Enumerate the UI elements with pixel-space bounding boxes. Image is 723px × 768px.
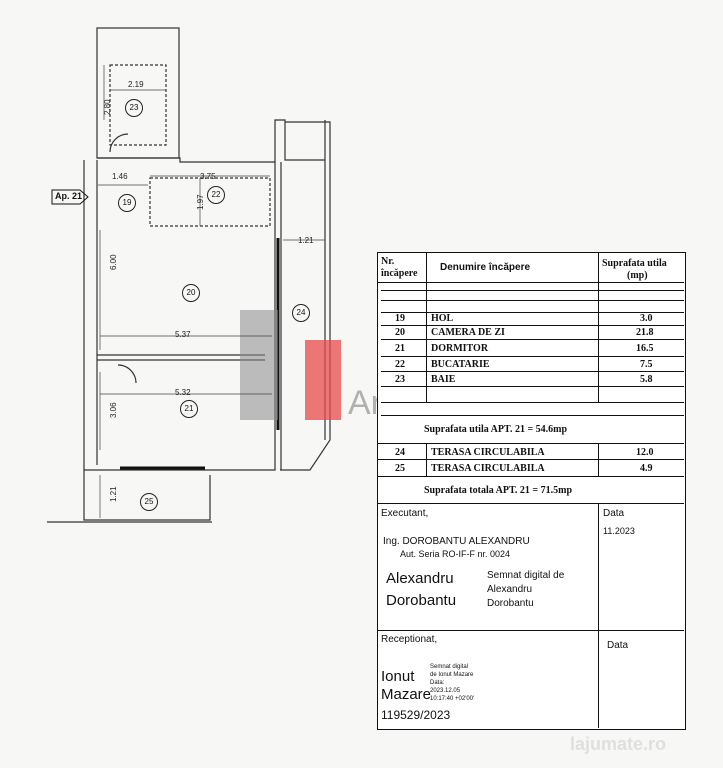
terrace-24-outline (280, 121, 331, 471)
wall-bathroom (96, 27, 180, 159)
wall-left (83, 160, 120, 471)
receptionat-label: Receptionat, (381, 634, 438, 645)
dim-text: 6.00 (109, 254, 118, 270)
receptionat-digital-line: Semnat digital (430, 664, 469, 670)
room-number-25: 25 (140, 493, 158, 511)
row-area: 4.9 (640, 463, 653, 474)
dim-text: 1.21 (109, 486, 118, 502)
subtotal: Suprafata utila APT. 21 = 54.6mp (424, 424, 568, 435)
row-nr: 23 (395, 374, 405, 385)
room-number-21: 21 (180, 400, 198, 418)
logo-red-block (305, 340, 341, 420)
row-area: 3.0 (640, 313, 653, 324)
logo-gray-block (240, 310, 278, 420)
kitchen-counter (149, 177, 271, 227)
room-number-19: 19 (118, 194, 136, 212)
data-label: Data (603, 508, 625, 519)
room-number-20: 20 (182, 284, 200, 302)
signature-digital-line: Semnat digital de (487, 570, 565, 581)
signature-name-last: Dorobantu (386, 592, 457, 609)
row-name: CAMERA DE ZI (431, 327, 505, 338)
wall-right (120, 162, 276, 471)
door-arc-bath (109, 133, 129, 153)
room-number-23: 23 (125, 99, 143, 117)
row-nr: 19 (395, 313, 405, 324)
row-nr: 22 (395, 359, 405, 370)
row-area: 5.8 (640, 374, 653, 385)
dim-text: 3.75 (200, 172, 216, 181)
site-watermark: lajumate.ro (570, 734, 667, 754)
row-area: 12.0 (636, 447, 654, 458)
header-denumire: Denumire încăpere (440, 262, 531, 273)
dim-text: 5.32 (175, 388, 191, 397)
header-suprafata: Suprafata utila (602, 258, 667, 269)
dim-text: 2.19 (128, 80, 144, 89)
row-nr: 20 (395, 327, 405, 338)
dim-text: 1.97 (196, 194, 205, 210)
row-name: DORMITOR (431, 343, 489, 354)
receptionat-digital-line: de Ionut Mazare (430, 672, 474, 678)
row-name: TERASA CIRCULABILA (431, 463, 545, 474)
apartment-label: Ap. 21 (55, 191, 83, 201)
door-arc-bedroom (117, 364, 137, 384)
row-nr: 24 (395, 447, 405, 458)
room-number-24: 24 (292, 304, 310, 322)
row-area: 7.5 (640, 359, 653, 370)
date-value: 11.2023 (603, 526, 635, 536)
room-number-22: 22 (207, 186, 225, 204)
areas-table (377, 252, 686, 730)
receptionat-digital-line: Data: (430, 680, 445, 686)
executant-label: Executant, (381, 508, 429, 519)
row-name: HOL (431, 313, 454, 324)
total: Suprafata totala APT. 21 = 71.5mp (424, 485, 573, 496)
header-incapere: încăpere (381, 268, 418, 279)
dim-text: 1.21 (298, 236, 314, 245)
signature-digital-line: Alexandru (487, 584, 533, 595)
dim-text: 5.37 (175, 330, 191, 339)
row-area: 16.5 (636, 343, 654, 354)
row-nr: 25 (395, 463, 405, 474)
dim-text: 3.06 (109, 402, 118, 418)
signature-name-first: Alexandru (386, 570, 454, 587)
engineer-name: Ing. DOROBANTU ALEXANDRU (383, 536, 530, 547)
data-label-2: Data (607, 640, 629, 651)
dim-text: 2.80 (103, 99, 112, 115)
wall-top (97, 119, 325, 163)
engineer-authorization: Aut. Seria RO-IF-F nr. 0024 (400, 549, 511, 559)
header-nr: Nr. (381, 256, 395, 267)
document-number: 119529/2023 (381, 708, 451, 722)
receptionat-digital-line: 10:17:40 +02'00' (430, 696, 475, 702)
bath-outline (109, 64, 167, 146)
row-name: TERASA CIRCULABILA (431, 447, 545, 458)
row-name: BUCATARIE (431, 359, 490, 370)
row-nr: 21 (395, 343, 405, 354)
receptionat-name-last: Mazare (381, 686, 432, 703)
terrace-25-outline (83, 470, 211, 521)
row-name: BAIE (431, 374, 456, 385)
row-area: 21.8 (636, 327, 654, 338)
dim-text: 1.46 (112, 172, 128, 181)
receptionat-name-first: Ionut (381, 668, 415, 685)
signature-digital-line: Dorobantu (487, 598, 534, 609)
header-unit: (mp) (627, 270, 648, 281)
ap-arrow (51, 189, 89, 205)
receptionat-digital-line: 2023.12.05 (430, 688, 461, 694)
